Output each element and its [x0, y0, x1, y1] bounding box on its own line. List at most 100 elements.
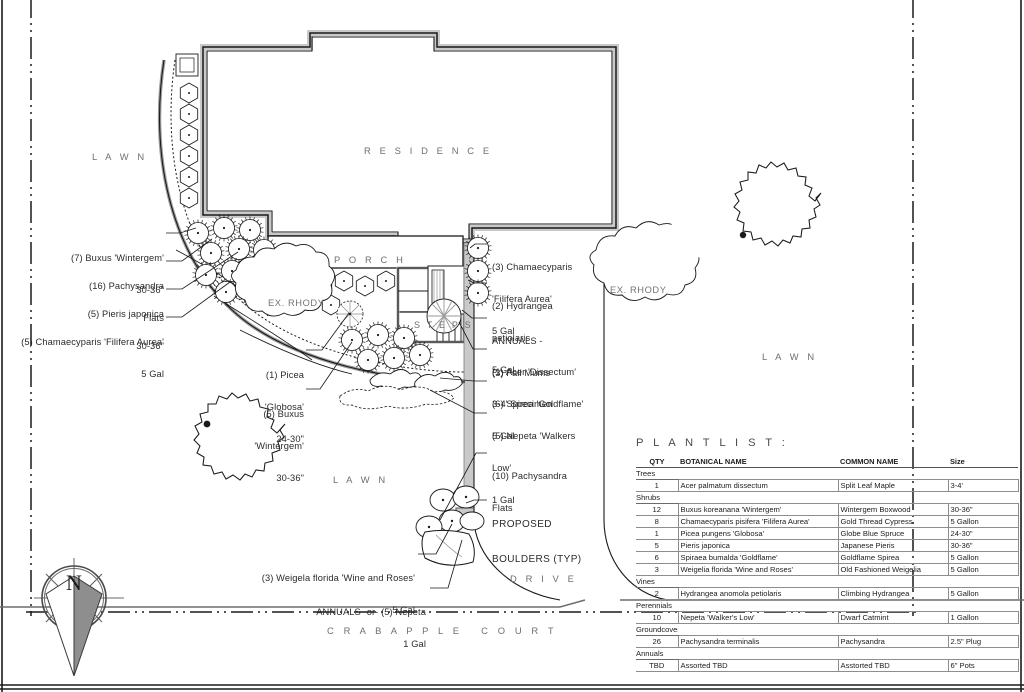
- callout-line: (6) Spirea 'Goldflame': [492, 398, 584, 409]
- plant-cell-size: 5 Gallon: [947, 551, 1019, 564]
- plant-group-spacer: [678, 576, 838, 588]
- boulder-group: [415, 485, 485, 539]
- col-header-common: COMMON NAME: [838, 455, 948, 468]
- plant-group-spacer: [948, 492, 1018, 504]
- plant-cell-com: Old Fashioned Weigelia: [837, 563, 949, 576]
- callout-weigela-3: (3) Weigela florida 'Wine and Roses' 5 G…: [215, 551, 415, 637]
- label-street-name: C R A B A P P L E C O U R T: [327, 625, 558, 636]
- plant-group-spacer: [678, 624, 838, 636]
- plant-group-label: Groundcover: [636, 623, 678, 636]
- plant-group-spacer: [948, 468, 1018, 480]
- plant-list-panel: P L A N T L I S T : QTY BOTANICAL NAME C…: [636, 437, 1019, 672]
- tree-symbol-left: [193, 392, 286, 481]
- plant-cell-com: Split Leaf Maple: [837, 479, 949, 492]
- plant-group-spacer: [838, 624, 948, 636]
- plant-cell-com: Gold Thread Cypress: [837, 515, 949, 528]
- plant-group-row: Groundcover: [636, 623, 1018, 636]
- plant-group-spacer: [838, 576, 948, 588]
- callout-acer-dissectum-1: (1) Acer 'Dissectum' 3-4' Specimen: [492, 345, 576, 431]
- callout-line: (3) Chamaecyparis: [492, 261, 573, 272]
- callout-line: (5) Buxus: [263, 408, 304, 419]
- plant-cell-qty: 12: [636, 503, 679, 516]
- plant-cell-qty: 8: [636, 515, 679, 528]
- callout-line: (1) Picea: [265, 369, 304, 380]
- plant-group-spacer: [678, 468, 838, 480]
- callout-line: (2) Hydrangea: [492, 300, 553, 311]
- plant-cell-bot: Weigelia florida 'Wine and Roses': [677, 563, 839, 576]
- plant-cell-qty: 6: [636, 551, 679, 564]
- col-header-botanical: BOTANICAL NAME: [678, 455, 838, 468]
- plant-group-spacer: [838, 468, 948, 480]
- plant-cell-size: 3-4': [947, 479, 1019, 492]
- north-letter: N: [66, 570, 82, 595]
- plant-cell-size: 30-36": [947, 503, 1019, 516]
- plant-cell-size: 2.5" Plug: [947, 635, 1019, 648]
- plant-list-title: P L A N T L I S T :: [636, 437, 789, 449]
- plant-cell-bot: Pachysandra terminalis: [677, 635, 839, 648]
- plant-group-spacer: [678, 600, 838, 612]
- plant-cell-qty: 3: [636, 563, 679, 576]
- plant-group-row: Perennials: [636, 599, 1018, 612]
- callout-line: Low': [492, 462, 512, 473]
- callout-line: PROPOSED: [492, 519, 552, 531]
- callout-line: 5 Gal: [392, 604, 415, 615]
- label-ex-rhody-left: EX. RHODY: [268, 298, 325, 308]
- callout-line: Flats: [492, 502, 513, 513]
- callout-line: 5 Gal: [492, 365, 515, 376]
- callout-line: (3) Weigela florida 'Wine and Roses': [261, 572, 415, 583]
- callout-buxus-wintergem-7: (7) Buxus 'Wintergem' 30-36": [0, 231, 164, 317]
- plant-cell-qty: 5: [636, 539, 679, 552]
- plant-cell-bot: Acer palmatum dissectum: [677, 479, 839, 492]
- callout-line: (5) Chamaecyparis 'Filifera Aurea': [21, 336, 164, 347]
- plant-cell-qty: TBD: [636, 659, 679, 672]
- plant-group-label: Annuals: [636, 647, 678, 660]
- plant-group-spacer: [678, 492, 838, 504]
- plant-group-spacer: [948, 576, 1018, 588]
- ex-rhody-right-symbol: [589, 221, 700, 301]
- plant-cell-com: Goldflame Spirea: [837, 551, 949, 564]
- plant-group-spacer: [838, 492, 948, 504]
- plant-cell-bot: Hydrangea anomola petiolaris: [677, 587, 839, 600]
- label-steps: S T E P S: [414, 320, 473, 330]
- callout-line: ANNUALS -: [492, 335, 543, 346]
- callout-chamaecyparis-5: (5) Chamaecyparis 'Filifera Aurea' 5 Gal: [0, 315, 164, 401]
- callout-pachysandra-16: (16) Pachysandra Flats: [0, 259, 164, 345]
- callout-line: (5) Pieris japonica: [87, 308, 164, 319]
- plant-group-spacer: [948, 600, 1018, 612]
- plant-cell-size: 24-30": [947, 527, 1019, 540]
- callout-line: 5 Gal: [141, 368, 164, 379]
- plant-list-table: QTY BOTANICAL NAME COMMON NAME Size Tree…: [636, 455, 1019, 672]
- callout-line: 1 Gal: [403, 638, 426, 649]
- callout-line: 3-4' Specimen: [492, 398, 553, 409]
- plant-cell-size: 5 Gallon: [947, 515, 1019, 528]
- plant-group-label: Perennials: [636, 599, 678, 612]
- tree-symbol-right: [665, 115, 822, 271]
- callout-chamaecyparis-3: (3) Chamaecyparis 'Filifera Aurea' 5 Gal: [492, 240, 572, 359]
- col-header-qty: QTY: [636, 455, 678, 468]
- callout-pachysandra-10: (10) Pachysandra Flats: [492, 449, 567, 535]
- callout-buxus-wintergem-5: (5) Buxus 'Wintergem' 30-36": [200, 387, 304, 506]
- callout-line: (3) Fall Mums: [492, 367, 551, 378]
- label-porch: P O R C H: [334, 254, 407, 265]
- callout-line: (1) Acer 'Dissectum': [492, 366, 577, 377]
- callout-line: (16) Pachysandra: [89, 280, 164, 291]
- plant-group-row: Shrubs: [636, 491, 1018, 504]
- plant-cell-bot: Nepeta 'Walker's Low': [677, 611, 839, 624]
- acer-dissectum-symbol: [426, 298, 462, 334]
- label-drive: D R I V E: [510, 573, 577, 584]
- callout-line: (5) Nepeta 'Walkers: [492, 430, 576, 441]
- callout-line: 'Wintergem': [254, 440, 304, 451]
- residence-footprint: [200, 30, 619, 246]
- callout-line: 30-36": [136, 340, 164, 351]
- callout-picea-globosa-1: (1) Picea 'Globosa' 24-30": [200, 348, 304, 467]
- plant-cell-qty: 1: [636, 479, 679, 492]
- plant-cell-bot: Assorted TBD: [677, 659, 839, 672]
- callout-line: Flats: [143, 312, 164, 323]
- plant-group-row: Vines: [636, 575, 1018, 588]
